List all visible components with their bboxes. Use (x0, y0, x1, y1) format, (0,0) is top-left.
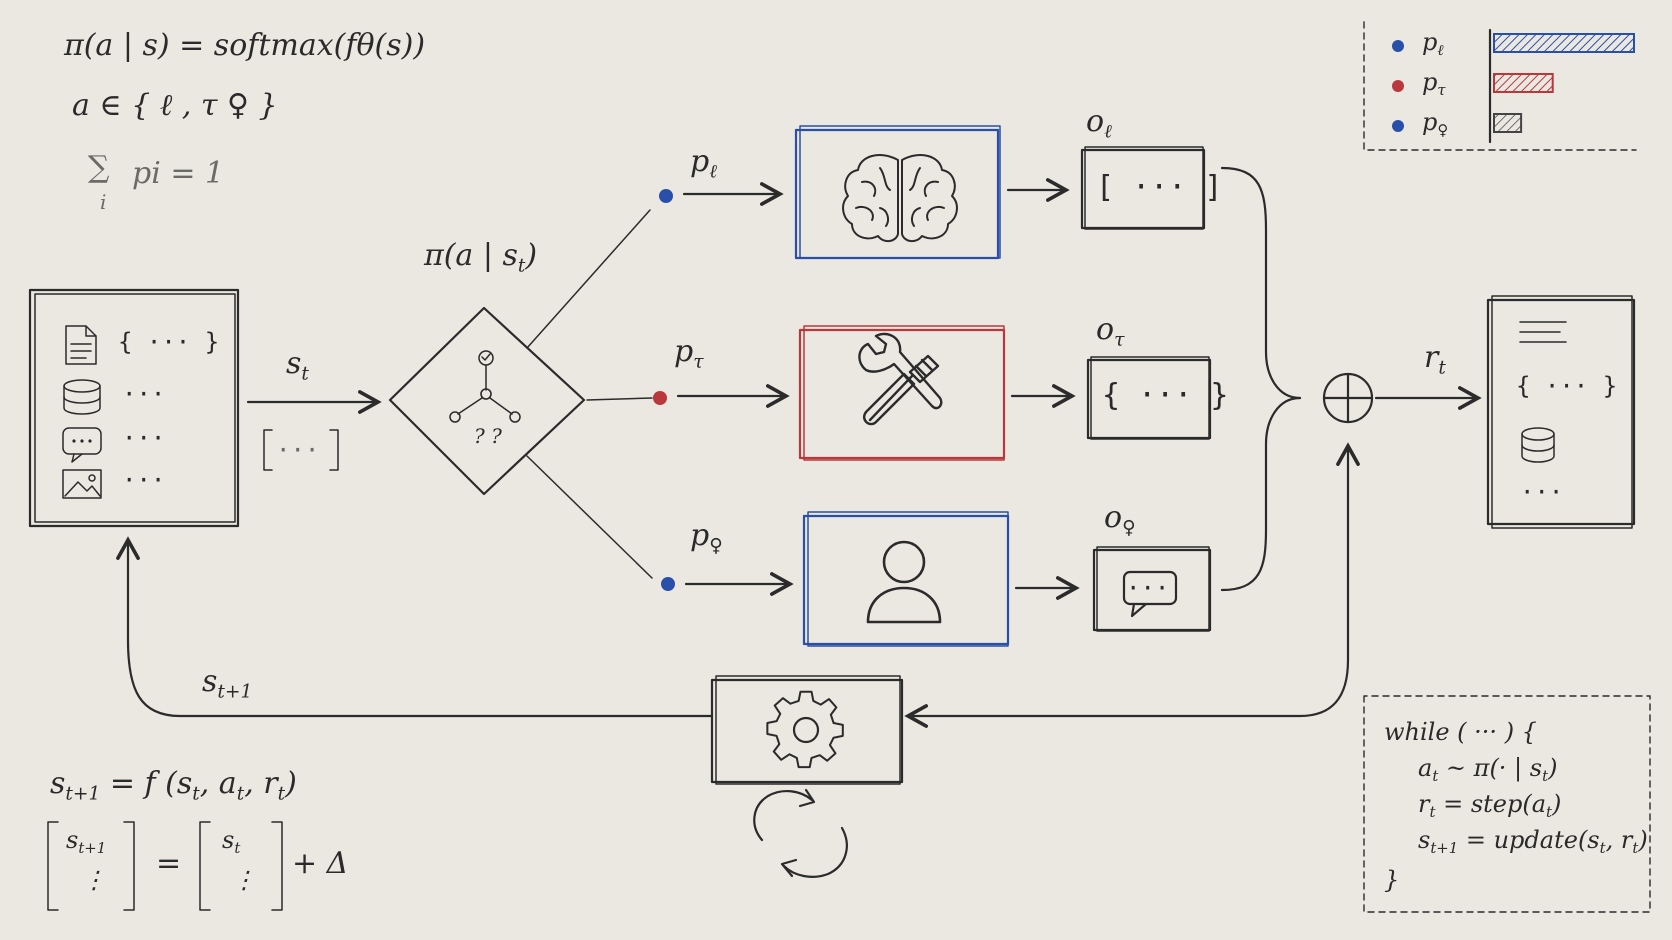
matrix-right-top: st (222, 826, 241, 858)
chat-icon (62, 427, 102, 463)
next-state-label: st+1 (202, 664, 253, 703)
code-box (1363, 695, 1651, 913)
prob-label-tool: pτ (674, 334, 704, 373)
legend-bar (1493, 33, 1635, 53)
legend-box (1363, 21, 1637, 151)
code-line-1: while ( ··· ) { (1384, 718, 1537, 746)
state-row-2: ··· (122, 380, 166, 408)
state-row-1: { ··· } (118, 328, 220, 356)
matrix-equals: = (156, 846, 182, 881)
legend-bar (1493, 113, 1523, 133)
code-line-2: at ~ π(· | st) (1418, 754, 1558, 786)
output-document (1486, 295, 1636, 529)
legend-bar (1493, 73, 1554, 93)
person-icon (866, 540, 942, 624)
legend-label-llm: pℓ (1422, 28, 1444, 60)
tool-box (798, 325, 1006, 461)
environment-box (710, 675, 904, 785)
image-icon (62, 469, 102, 499)
code-line-5: } (1384, 866, 1400, 894)
brain-icon (842, 154, 958, 242)
output-content-tool: { ··· } (1102, 378, 1229, 413)
decision-tree-icon (449, 350, 521, 423)
legend-dot (1392, 40, 1404, 52)
state-placeholder-bracket (263, 429, 339, 471)
policy-question-marks: ? ? (474, 424, 502, 448)
feedback-arrow-right (904, 442, 1360, 728)
branch-dot-tool (653, 391, 667, 405)
output-label-human: o♀ (1104, 500, 1136, 539)
state-box (28, 288, 240, 528)
database-icon (63, 379, 101, 415)
sum-symbol: ∑ (88, 150, 110, 185)
tools-icon (858, 332, 943, 426)
matrix-right-dots: ⋮ (232, 866, 256, 894)
branch-line-bottom (526, 455, 653, 579)
branch-dot-human (661, 577, 675, 591)
human-box (802, 511, 1010, 647)
gear-icon (766, 690, 844, 769)
legend-label-tool: pτ (1422, 68, 1446, 100)
state-placeholder: ··· (276, 436, 320, 464)
code-line-4: st+1 = update(st, rt) (1418, 826, 1648, 858)
update-equation: st+1 = f (st, at, rt) (50, 766, 297, 805)
policy-label: π(a | st) (424, 238, 538, 277)
output-label-llm: oℓ (1086, 104, 1112, 143)
plus-delta: + Δ (292, 846, 349, 881)
matrix-left-dots: ⋮ (82, 866, 106, 894)
database-icon (1521, 427, 1555, 463)
matrix-brackets (47, 821, 283, 911)
policy-diamond (388, 306, 586, 496)
output-doc-row-2: ··· (1520, 478, 1564, 506)
legend-dot (1392, 120, 1404, 132)
branch-line-mid (586, 397, 653, 401)
branch-dot-llm (659, 189, 673, 203)
circle-plus-icon (1322, 372, 1374, 424)
state-label: st (286, 346, 309, 385)
output-box-tool (1086, 356, 1212, 440)
document-icon (65, 325, 97, 365)
code-line-3: rt = step(at) (1418, 790, 1562, 822)
sum-index: i (100, 190, 107, 214)
prob-label-llm: pℓ (690, 144, 717, 183)
state-row-3: ··· (122, 424, 166, 452)
action-set-formula: a ∈ { ℓ , τ ♀ } (72, 88, 278, 123)
output-content-llm: [ ··· ] (1096, 170, 1223, 205)
reward-label: rt (1424, 340, 1446, 379)
merge-brace (1220, 166, 1302, 592)
branch-line-top (526, 209, 651, 349)
output-content-human: ··· (1126, 574, 1170, 602)
output-label-tool: oτ (1096, 312, 1125, 351)
matrix-left-top: st+1 (66, 826, 107, 858)
feedback-arrow-left (116, 536, 714, 718)
state-row-4: ··· (122, 466, 166, 494)
output-doc-row-1: { ··· } (1516, 372, 1618, 400)
sum-formula: pi = 1 (132, 156, 225, 191)
output-box-llm (1080, 146, 1206, 230)
llm-box (794, 125, 1001, 260)
refresh-cycle-icon (753, 788, 848, 878)
legend-bars (1493, 33, 1635, 133)
legend-label-human: p♀ (1422, 108, 1449, 140)
policy-formula: π(a | s) = softmax(fθ(s)) (64, 28, 426, 63)
legend-dot (1392, 80, 1404, 92)
prob-label-human: p♀ (690, 518, 723, 557)
